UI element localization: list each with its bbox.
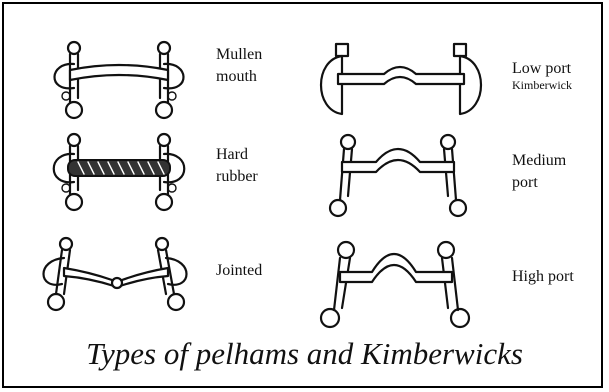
label-jointed: Jointed (216, 260, 262, 282)
label-high-port-line1: High port (512, 266, 574, 288)
jointed-pelham-illustration (34, 232, 199, 319)
label-mullen-mouth: Mullen mouth (216, 44, 262, 88)
high-port-pelham-illustration (310, 238, 480, 335)
label-medium-port: Medium port (512, 150, 566, 194)
label-hard-rubber-line1: Hard (216, 144, 258, 166)
label-low-port-kimberwick-line2: Kimberwick (512, 78, 572, 92)
label-mullen-mouth-line1: Mullen (216, 44, 262, 66)
label-hard-rubber: Hard rubber (216, 144, 258, 188)
low-port-kimberwick-illustration (314, 40, 489, 125)
label-low-port-kimberwick: Low port Kimberwick (512, 60, 572, 92)
label-medium-port-line1: Medium (512, 150, 566, 172)
mullen-mouth-pelham-illustration (44, 40, 194, 127)
figure-caption: Types of pelhams and Kimberwicks (4, 336, 605, 372)
label-medium-port-line2: port (512, 172, 566, 194)
label-jointed-line1: Jointed (216, 260, 262, 282)
medium-port-pelham-illustration (324, 132, 484, 227)
label-low-port-kimberwick-line1: Low port (512, 60, 572, 78)
label-high-port: High port (512, 266, 574, 288)
hard-rubber-pelham-illustration (44, 132, 194, 219)
label-hard-rubber-line2: rubber (216, 166, 258, 188)
label-mullen-mouth-line2: mouth (216, 66, 262, 88)
illustration-frame: Mullen mouth Hard rubber (2, 2, 603, 388)
